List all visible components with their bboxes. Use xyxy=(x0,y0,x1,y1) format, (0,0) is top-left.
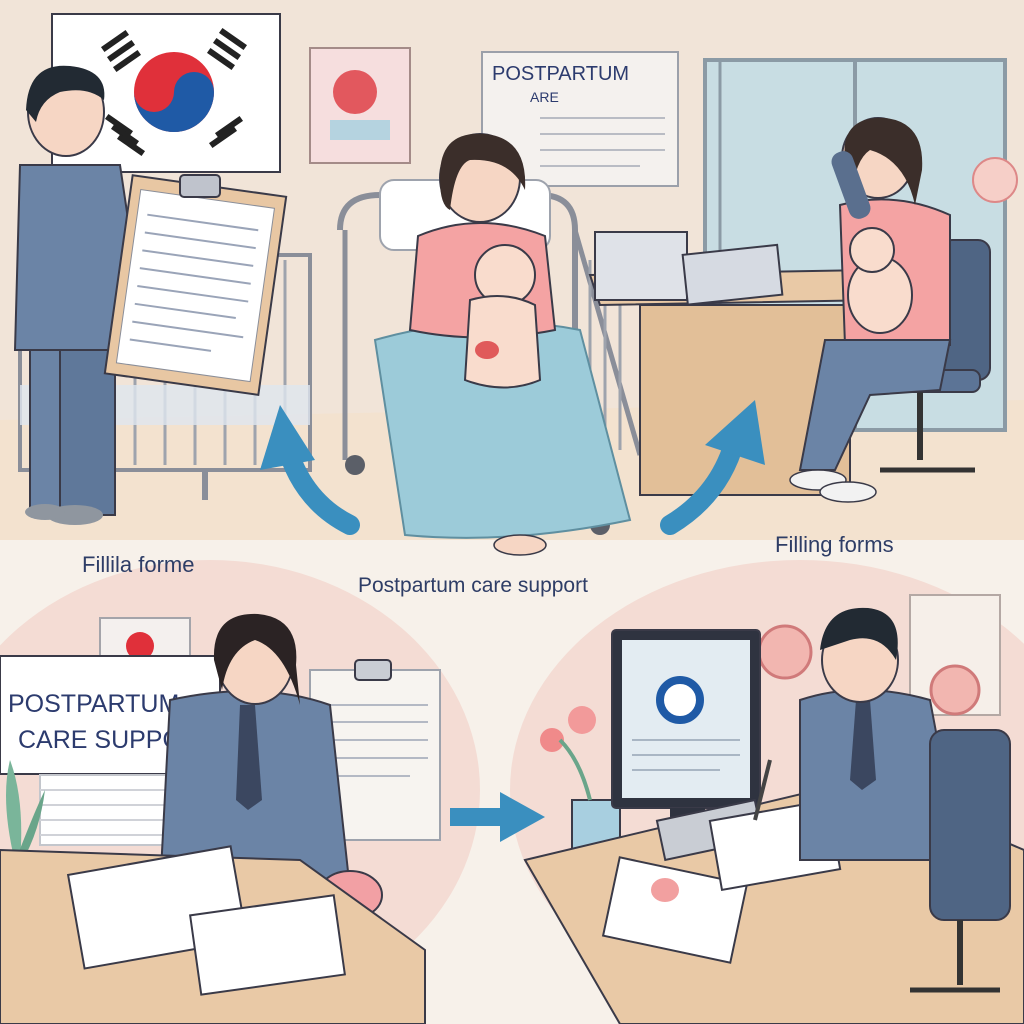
wall-picture xyxy=(309,47,411,164)
phone-handset xyxy=(831,151,871,219)
wall-poster-subtitle: ARE xyxy=(530,89,559,105)
officer-hair xyxy=(26,65,105,122)
form-paper-2 xyxy=(189,894,346,996)
man-clerk xyxy=(753,607,962,861)
mother-phone-hair xyxy=(844,117,923,205)
pen xyxy=(753,759,772,821)
office-chair-bottom xyxy=(910,729,1011,993)
korean-flag xyxy=(51,13,281,173)
arrow-right-up xyxy=(660,400,765,535)
monitor-logo xyxy=(656,676,704,724)
mother-on-phone xyxy=(789,117,952,503)
desk-photo-document xyxy=(601,856,749,964)
wall-badge xyxy=(972,157,1018,203)
officer-clipboard xyxy=(13,65,141,525)
baby-in-bed xyxy=(463,244,542,389)
caption-right: Filling forms xyxy=(775,532,894,557)
arrow-left-up xyxy=(260,405,360,535)
wall-poster-title: POSTPARTUM xyxy=(492,63,629,85)
desk-top-right xyxy=(588,231,882,496)
baby-body xyxy=(463,295,542,389)
computer-monitor xyxy=(611,629,761,826)
desk-phone xyxy=(681,243,784,306)
clipboard-document xyxy=(103,174,288,397)
flag-blue-half xyxy=(134,72,214,132)
fax-machine xyxy=(594,231,688,301)
caption-center: Postpartum care support xyxy=(358,574,588,597)
caption-left: Fillil​a forme xyxy=(82,552,194,577)
desk-bottom-left xyxy=(0,845,426,1024)
sign-line-1: POSTPARTUM xyxy=(8,690,179,718)
mother-hair xyxy=(439,133,526,210)
man-hair xyxy=(820,607,898,660)
mother-phone-jeans xyxy=(798,339,952,471)
clerk-hair xyxy=(213,613,300,705)
arrow-bottom-right xyxy=(450,792,545,842)
